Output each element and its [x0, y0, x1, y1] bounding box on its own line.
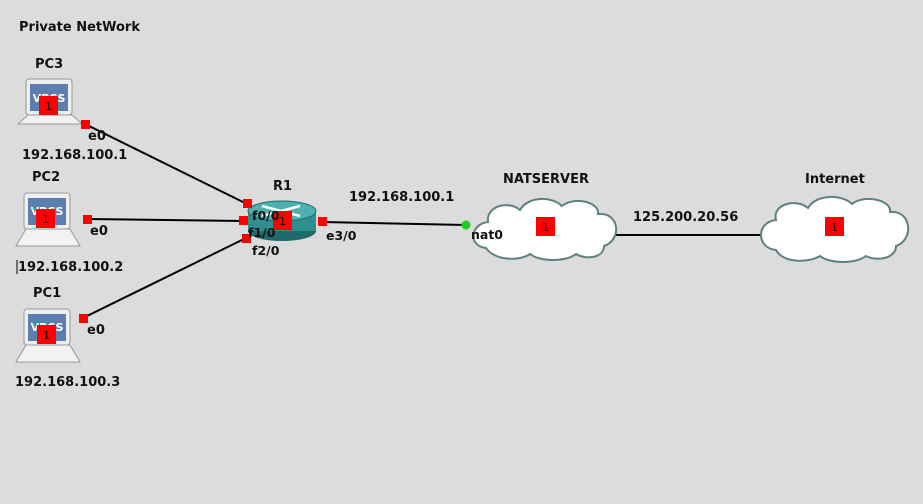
status-badge — [273, 211, 292, 230]
pc1-iface-label: e0 — [87, 323, 105, 338]
pc1-node[interactable]: VPCS 1 — [15, 308, 81, 363]
status-badge-label: 1 — [45, 100, 52, 113]
link-r1-natserver-label: 192.168.100.1 — [349, 190, 455, 205]
status-badge — [825, 217, 844, 236]
links — [82, 123, 812, 319]
status-badge — [37, 325, 56, 344]
status-badge-label: 1 — [831, 221, 838, 234]
natserver-nat0-label: nat0 — [471, 227, 504, 242]
port-pc1-e0[interactable] — [79, 314, 88, 323]
pc3-name-label: PC3 — [35, 57, 64, 72]
pc2-name-label: PC2 — [32, 170, 61, 185]
port-r1-e3-0[interactable] — [318, 217, 327, 226]
status-badge-label: 1 — [542, 221, 549, 234]
r1-e3-0-label: e3/0 — [326, 228, 357, 243]
status-badge — [36, 209, 55, 228]
port-indicators — [79, 120, 471, 323]
pc2-iface-label: e0 — [90, 224, 108, 239]
internet-node[interactable]: 1 — [760, 196, 910, 263]
port-pc3-e0[interactable] — [81, 120, 90, 129]
pc2-ip-label: 192.168.100.2 — [18, 260, 124, 275]
status-badge-label: 1 — [43, 329, 50, 342]
pc2-node[interactable]: VPCS 1 — [15, 192, 81, 247]
r1-f1-0-label: f1/0 — [248, 225, 276, 240]
link-pc2-r1[interactable] — [86, 218, 244, 222]
natserver-name-label: NATSERVER — [503, 172, 590, 187]
port-r1-f2-0[interactable] — [242, 234, 251, 243]
r1-f0-0-label: f0/0 — [252, 208, 280, 223]
pc1-name-label: PC1 — [33, 286, 62, 301]
link-pc1-r1[interactable] — [82, 237, 247, 319]
r1-f2-0-label: f2/0 — [252, 243, 280, 258]
status-badge — [536, 217, 555, 236]
pc3-node[interactable]: VPCS 1 — [16, 78, 84, 125]
pc1-ip-label: 192.168.100.3 — [15, 375, 121, 390]
link-pc3-r1[interactable] — [84, 123, 248, 205]
port-r1-f0-0[interactable] — [243, 199, 252, 208]
canvas-title: Private NetWork — [19, 20, 140, 35]
pc3-iface-label: e0 — [88, 129, 106, 144]
status-badge — [39, 96, 58, 115]
pc3-ip-label: 192.168.100.1 — [22, 148, 128, 163]
internet-name-label: Internet — [805, 172, 865, 187]
natserver-node[interactable]: 1 — [472, 198, 618, 261]
status-badge-label: 1 — [42, 213, 49, 226]
port-r1-f1-0[interactable] — [239, 216, 248, 225]
port-natserver-nat0[interactable] — [461, 220, 471, 230]
r1-node[interactable]: 1 — [247, 200, 317, 241]
link-natserver-internet-label: 125.200.20.56 — [633, 210, 739, 225]
port-pc2-e0[interactable] — [83, 215, 92, 224]
status-badge-label: 1 — [279, 215, 286, 228]
r1-name-label: R1 — [273, 179, 293, 194]
link-r1-natserver[interactable] — [321, 221, 467, 226]
